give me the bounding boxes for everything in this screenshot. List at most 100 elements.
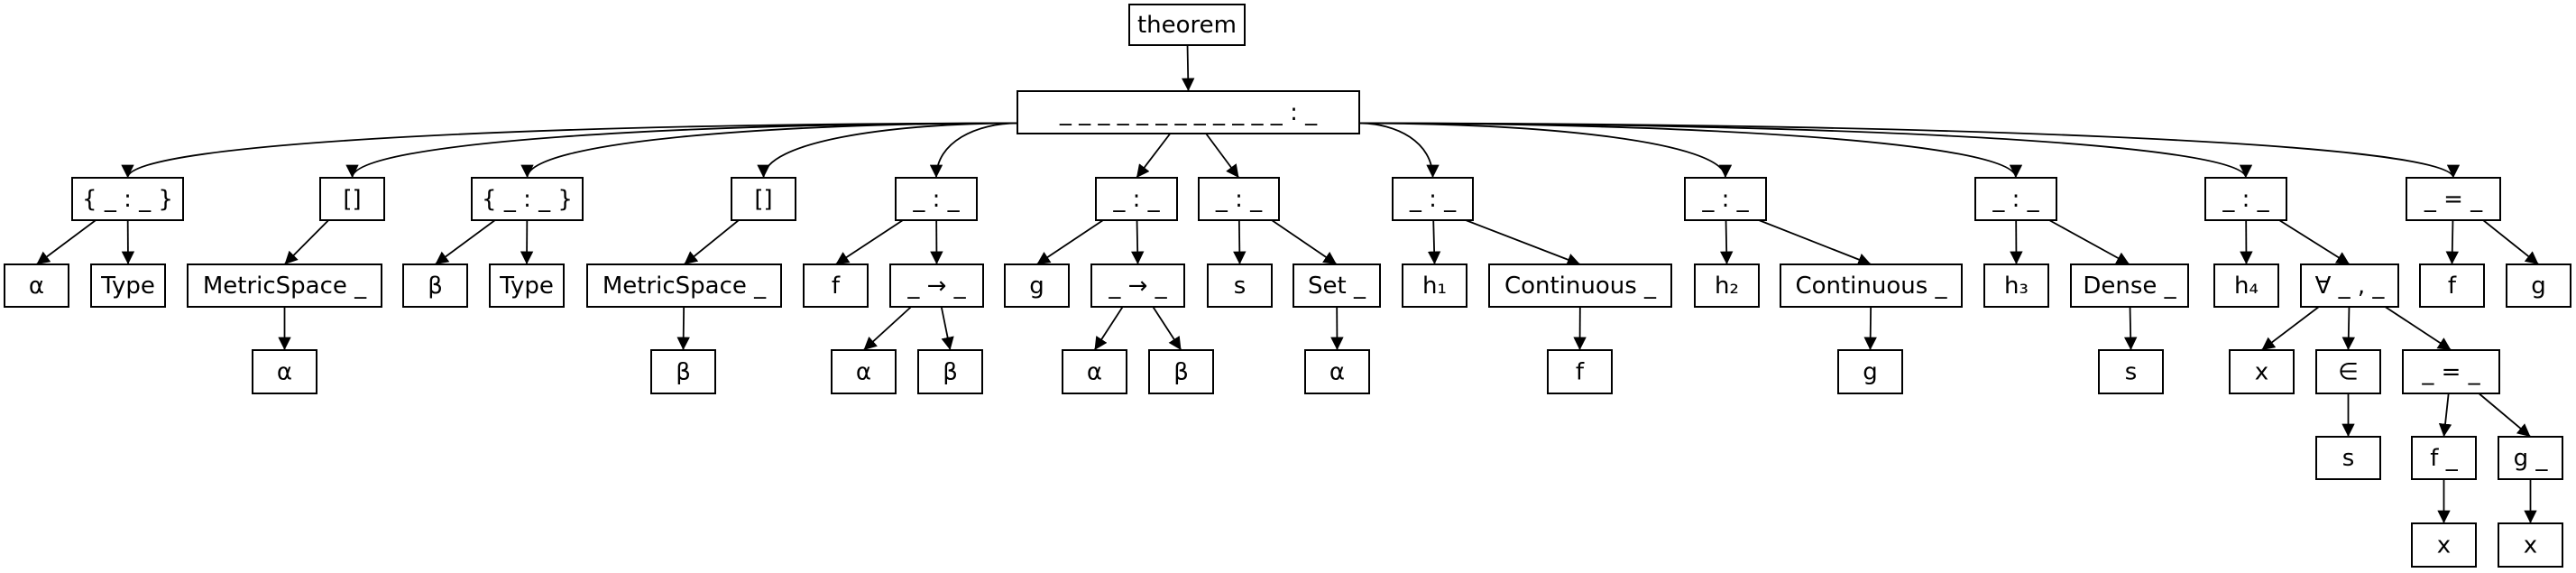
tree-node-c5b: Continuous _ [1780,263,1963,308]
tree-node-c7: _ : _ [2204,177,2287,221]
tree-node-label: _ : _ [1701,186,1749,213]
tree-node-box [2506,263,2571,308]
tree-node-label: Dense _ [2083,273,2176,300]
tree-node-box [2419,263,2485,308]
tree-node-box [71,177,184,221]
tree-node-box [489,263,565,308]
tree-node-c7h: x [2411,522,2477,568]
tree-node-label: ∈ [2338,359,2359,386]
tree-edge-sig-i1 [345,122,1018,179]
tree-node-box [1694,263,1760,308]
tree-node-label: MetricSpace _ [603,273,767,300]
tree-node-c4b: Continuous _ [1488,263,1672,308]
tree-node-label: Continuous _ [1504,273,1657,300]
tree-node-label: x [2255,359,2268,386]
tree-node-box [1983,263,2049,308]
tree-node-c7d: ∈ [2315,349,2381,394]
tree-node-c7i: g _ [2498,436,2563,480]
tree-node-label: h₃ [2004,273,2029,300]
tree-node-label: { _ : _ } [482,186,573,213]
tree-node-box [1090,263,1185,308]
tree-node-label: α [856,359,871,386]
tree-node-box [1095,177,1178,221]
tree-node-box [2498,522,2563,568]
tree-node-c5: _ : _ [1684,177,1767,221]
tree-node-box [402,263,468,308]
tree-node-box [1062,349,1127,394]
tree-node-label: [] [754,186,772,213]
tree-edge-sig-c3 [1205,133,1240,179]
tree-node-label: g [1029,273,1044,300]
tree-node-label: g [1863,359,1878,386]
tree-edge-sig-c1 [929,122,1018,179]
tree-node-label: β [943,359,958,386]
tree-node-box [895,177,978,221]
tree-edge-c7f-c7g [2438,393,2452,438]
tree-node-b2b: Type [489,263,565,308]
tree-node-c5a: h₂ [1694,263,1760,308]
tree-node-label: theorem [1137,12,1237,39]
tree-node-box [831,349,897,394]
tree-node-c3: _ : _ [1198,177,1280,221]
tree-node-box [252,349,317,394]
tree-edge-c7b-c7c [2260,306,2320,351]
tree-nodes: theorem _ _ _ _ _ _ _ _ _ _ _ _ : _ { _ : … [4,4,2571,568]
tree-node-box [2402,349,2500,394]
tree-edge-c1-c1a [835,219,904,265]
tree-node-box [1304,349,1370,394]
tree-node-label: g _ [2514,445,2549,472]
tree-node-label: MetricSpace _ [203,273,367,300]
tree-node-eqa: f [2419,263,2485,308]
tree-node-c1: _ : _ [895,177,978,221]
tree-node-eq: _ = _ [2406,177,2501,221]
tree-node-c5c: g [1837,349,1903,394]
tree-edge-c3-c3a [1233,219,1247,265]
tree-edge-c2-c2a [1036,219,1104,265]
tree-node-c7g: f _ [2411,436,2477,480]
tree-node-box [1402,263,1467,308]
tree-node-box [2411,436,2477,480]
tree-edge-c7f-c7i [2478,393,2532,438]
tree-node-label: _ : _ [1112,186,1160,213]
tree-edge-b1-b1a [35,219,97,265]
tree-node-box [2406,177,2501,221]
tree-node-label: h₂ [1715,273,1739,300]
tree-edge-c5-c5a [1720,219,1734,265]
tree-edge-c6b-c6c [2124,306,2138,351]
tree-edge-eq-eqa [2445,219,2459,265]
tree-edge-c6-c6b [2048,219,2130,265]
tree-node-label: f [832,273,841,300]
tree-node-c6: _ : _ [1974,177,2057,221]
tree-node-box [2300,263,2399,308]
tree-node-label: s [2342,445,2355,472]
tree-node-label: ∀ _ , _ [2315,273,2386,300]
tree-node-label: s [1234,273,1247,300]
tree-node-label: Continuous _ [1795,273,1947,300]
tree-node-b1b: Type [90,263,166,308]
tree-node-c4c: f [1547,349,1613,394]
tree-edge-c7b-c7d [2341,306,2355,351]
tree-node-c3a: s [1207,263,1273,308]
tree-node-label: _ _ _ _ _ _ _ _ _ _ _ _ : _ [1059,99,1318,126]
tree-node-box [586,263,782,308]
tree-node-label: f [1576,359,1585,386]
tree-node-label: h₄ [2234,273,2259,300]
tree-node-c6a: h₃ [1983,263,2049,308]
tree-node-b2a: β [402,263,468,308]
tree-node-label: _ : _ [1215,186,1263,213]
tree-edge-sig-c7 [1358,122,2253,179]
tree-edge-c7b-c7f [2384,306,2452,351]
tree-node-box [803,263,869,308]
tree-node-c2d: β [1148,349,1214,394]
tree-node-label: _ → _ [906,273,966,300]
tree-node-box [1392,177,1474,221]
tree-node-box [90,263,166,308]
tree-node-box [1004,263,1070,308]
tree-edge-c7-c7b [2278,219,2351,265]
tree-node-label: β [428,273,443,300]
tree-node-box [471,177,584,221]
tree-node-box [731,177,796,221]
tree-node-c6c: s [2098,349,2164,394]
tree-edge-sig-c2 [1136,133,1172,179]
tree-node-c2: _ : _ [1095,177,1178,221]
